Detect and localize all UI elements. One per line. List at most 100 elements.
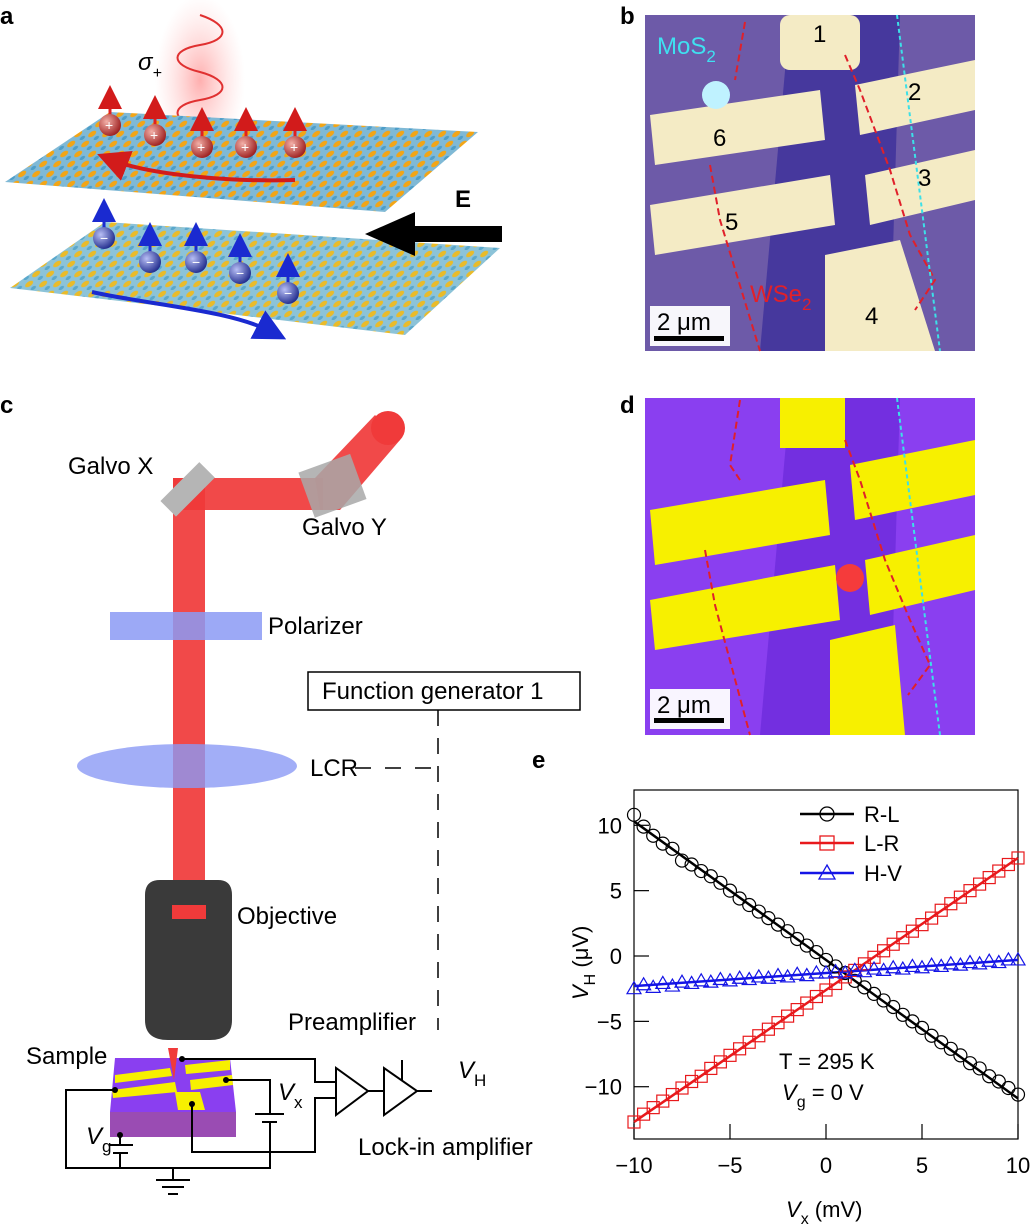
x-axis-label: Vx (mV) — [786, 1197, 862, 1224]
data-point-rl — [713, 875, 728, 890]
electron: − — [228, 233, 252, 284]
data-point-rl — [761, 910, 776, 926]
panel-label-a: a — [0, 3, 14, 30]
bottom-layer-lattice — [10, 222, 500, 335]
vg-label: Vg — [86, 1123, 111, 1156]
data-point-hv — [808, 964, 825, 979]
data-point-rl — [953, 1048, 968, 1063]
data-point-hv — [971, 955, 988, 970]
lcr — [77, 744, 297, 788]
data-point-rl — [751, 904, 766, 919]
panel-c: c Galvo X Galvo Y Polarizer Function gen… — [0, 392, 581, 1195]
data-point-hv — [837, 964, 854, 979]
data-point-rl — [972, 1061, 987, 1076]
legend-item-hv: H-V — [800, 861, 902, 886]
x-tick-label: −10 — [615, 1153, 652, 1178]
electrode-6: 6 — [713, 125, 726, 152]
legend-item-lr: L-R — [800, 831, 899, 856]
data-point-rl — [924, 1028, 939, 1043]
data-point-rl — [895, 1007, 910, 1022]
circuit-wiring — [65, 1058, 432, 1195]
data-point-rl — [684, 857, 699, 872]
field-label: E — [455, 186, 471, 213]
data-point-rl — [991, 1074, 1006, 1089]
laser-beam — [173, 411, 405, 923]
vx-label: Vx — [278, 1079, 303, 1112]
panel-label-d: d — [620, 392, 635, 419]
function-generator-label: Function generator 1 — [322, 678, 543, 705]
sample — [110, 1048, 236, 1137]
data-point-rl — [742, 897, 757, 913]
hole: + — [190, 107, 214, 158]
svg-text:−: − — [192, 254, 200, 270]
data-point-rl — [876, 993, 891, 1008]
data-point-lr — [924, 911, 939, 925]
electric-field-arrow — [365, 212, 502, 256]
svg-text:+: + — [290, 139, 298, 155]
svg-text:−: − — [146, 254, 154, 270]
gate-voltage-annotation: Vg = 0 V — [782, 1080, 864, 1111]
holes: + + + + + — [98, 85, 307, 158]
galvo-x-label: Galvo X — [68, 453, 153, 480]
electrode-3: 3 — [918, 165, 931, 192]
data-point-rl — [934, 1035, 949, 1050]
data-point-rl — [674, 853, 690, 868]
objective-label: Objective — [237, 903, 337, 930]
scale-bar-label-b: 2 μm — [657, 309, 711, 336]
panel-label-e: e — [532, 747, 545, 774]
data-point-lr — [694, 1069, 708, 1083]
electrode-4: 4 — [865, 303, 878, 330]
y-tick-label: −10 — [585, 1075, 622, 1100]
scale-bar-d — [654, 718, 724, 723]
data-point-hv — [933, 958, 950, 973]
scale-bar-b — [654, 336, 724, 341]
data-points — [625, 807, 1027, 1129]
data-point-hv — [894, 960, 911, 975]
electron: − — [92, 198, 116, 249]
data-point-hv — [750, 968, 767, 983]
data-point-hv — [769, 967, 787, 982]
data-point-lr — [684, 1074, 699, 1089]
electron: − — [138, 222, 162, 273]
y-tick-label: −5 — [597, 1009, 622, 1034]
galvo-y-mirror — [298, 453, 367, 518]
data-point-hv — [952, 956, 969, 971]
svg-text:H-V: H-V — [864, 861, 902, 886]
electrons: − − − − − — [92, 198, 300, 304]
data-point-hv — [923, 956, 940, 971]
data-point-hv — [885, 959, 902, 974]
data-point-hv — [789, 966, 806, 980]
hole-trajectory-arrow — [97, 150, 296, 183]
galvo-x-mirror — [160, 462, 215, 517]
data-point-hv — [1000, 951, 1017, 966]
data-point-hv — [702, 973, 719, 988]
data-point-hv — [721, 972, 739, 987]
data-point-rl — [1001, 1080, 1016, 1096]
data-point-rl — [790, 931, 805, 947]
data-point-rl — [722, 883, 738, 898]
data-point-rl — [847, 973, 862, 988]
data-point-hv — [981, 953, 998, 967]
circuit-nodes — [112, 1056, 229, 1138]
panel-label-c: c — [0, 392, 13, 419]
data-point-hv — [741, 971, 758, 986]
data-point-rl — [703, 869, 718, 884]
x-tick-label: 0 — [820, 1153, 832, 1178]
wse2-label: WSe2 — [750, 281, 811, 314]
top-layer-lattice — [5, 112, 478, 212]
data-point-rl — [914, 1020, 930, 1035]
legend-item-rl: R-L — [800, 802, 899, 827]
data-point-rl — [770, 917, 786, 932]
data-point-hv — [683, 975, 700, 990]
sample-label: Sample — [26, 1043, 107, 1070]
function-generator-box — [307, 671, 581, 711]
data-point-hv — [798, 967, 815, 982]
svg-text:−: − — [236, 265, 244, 281]
data-point-hv — [779, 968, 796, 983]
hole: + — [98, 85, 122, 136]
data-point-rl — [732, 891, 747, 906]
data-point-hv — [712, 971, 729, 986]
y-tick-label: 5 — [610, 879, 622, 904]
data-point-hv — [875, 962, 892, 976]
data-point-hv — [635, 976, 652, 991]
